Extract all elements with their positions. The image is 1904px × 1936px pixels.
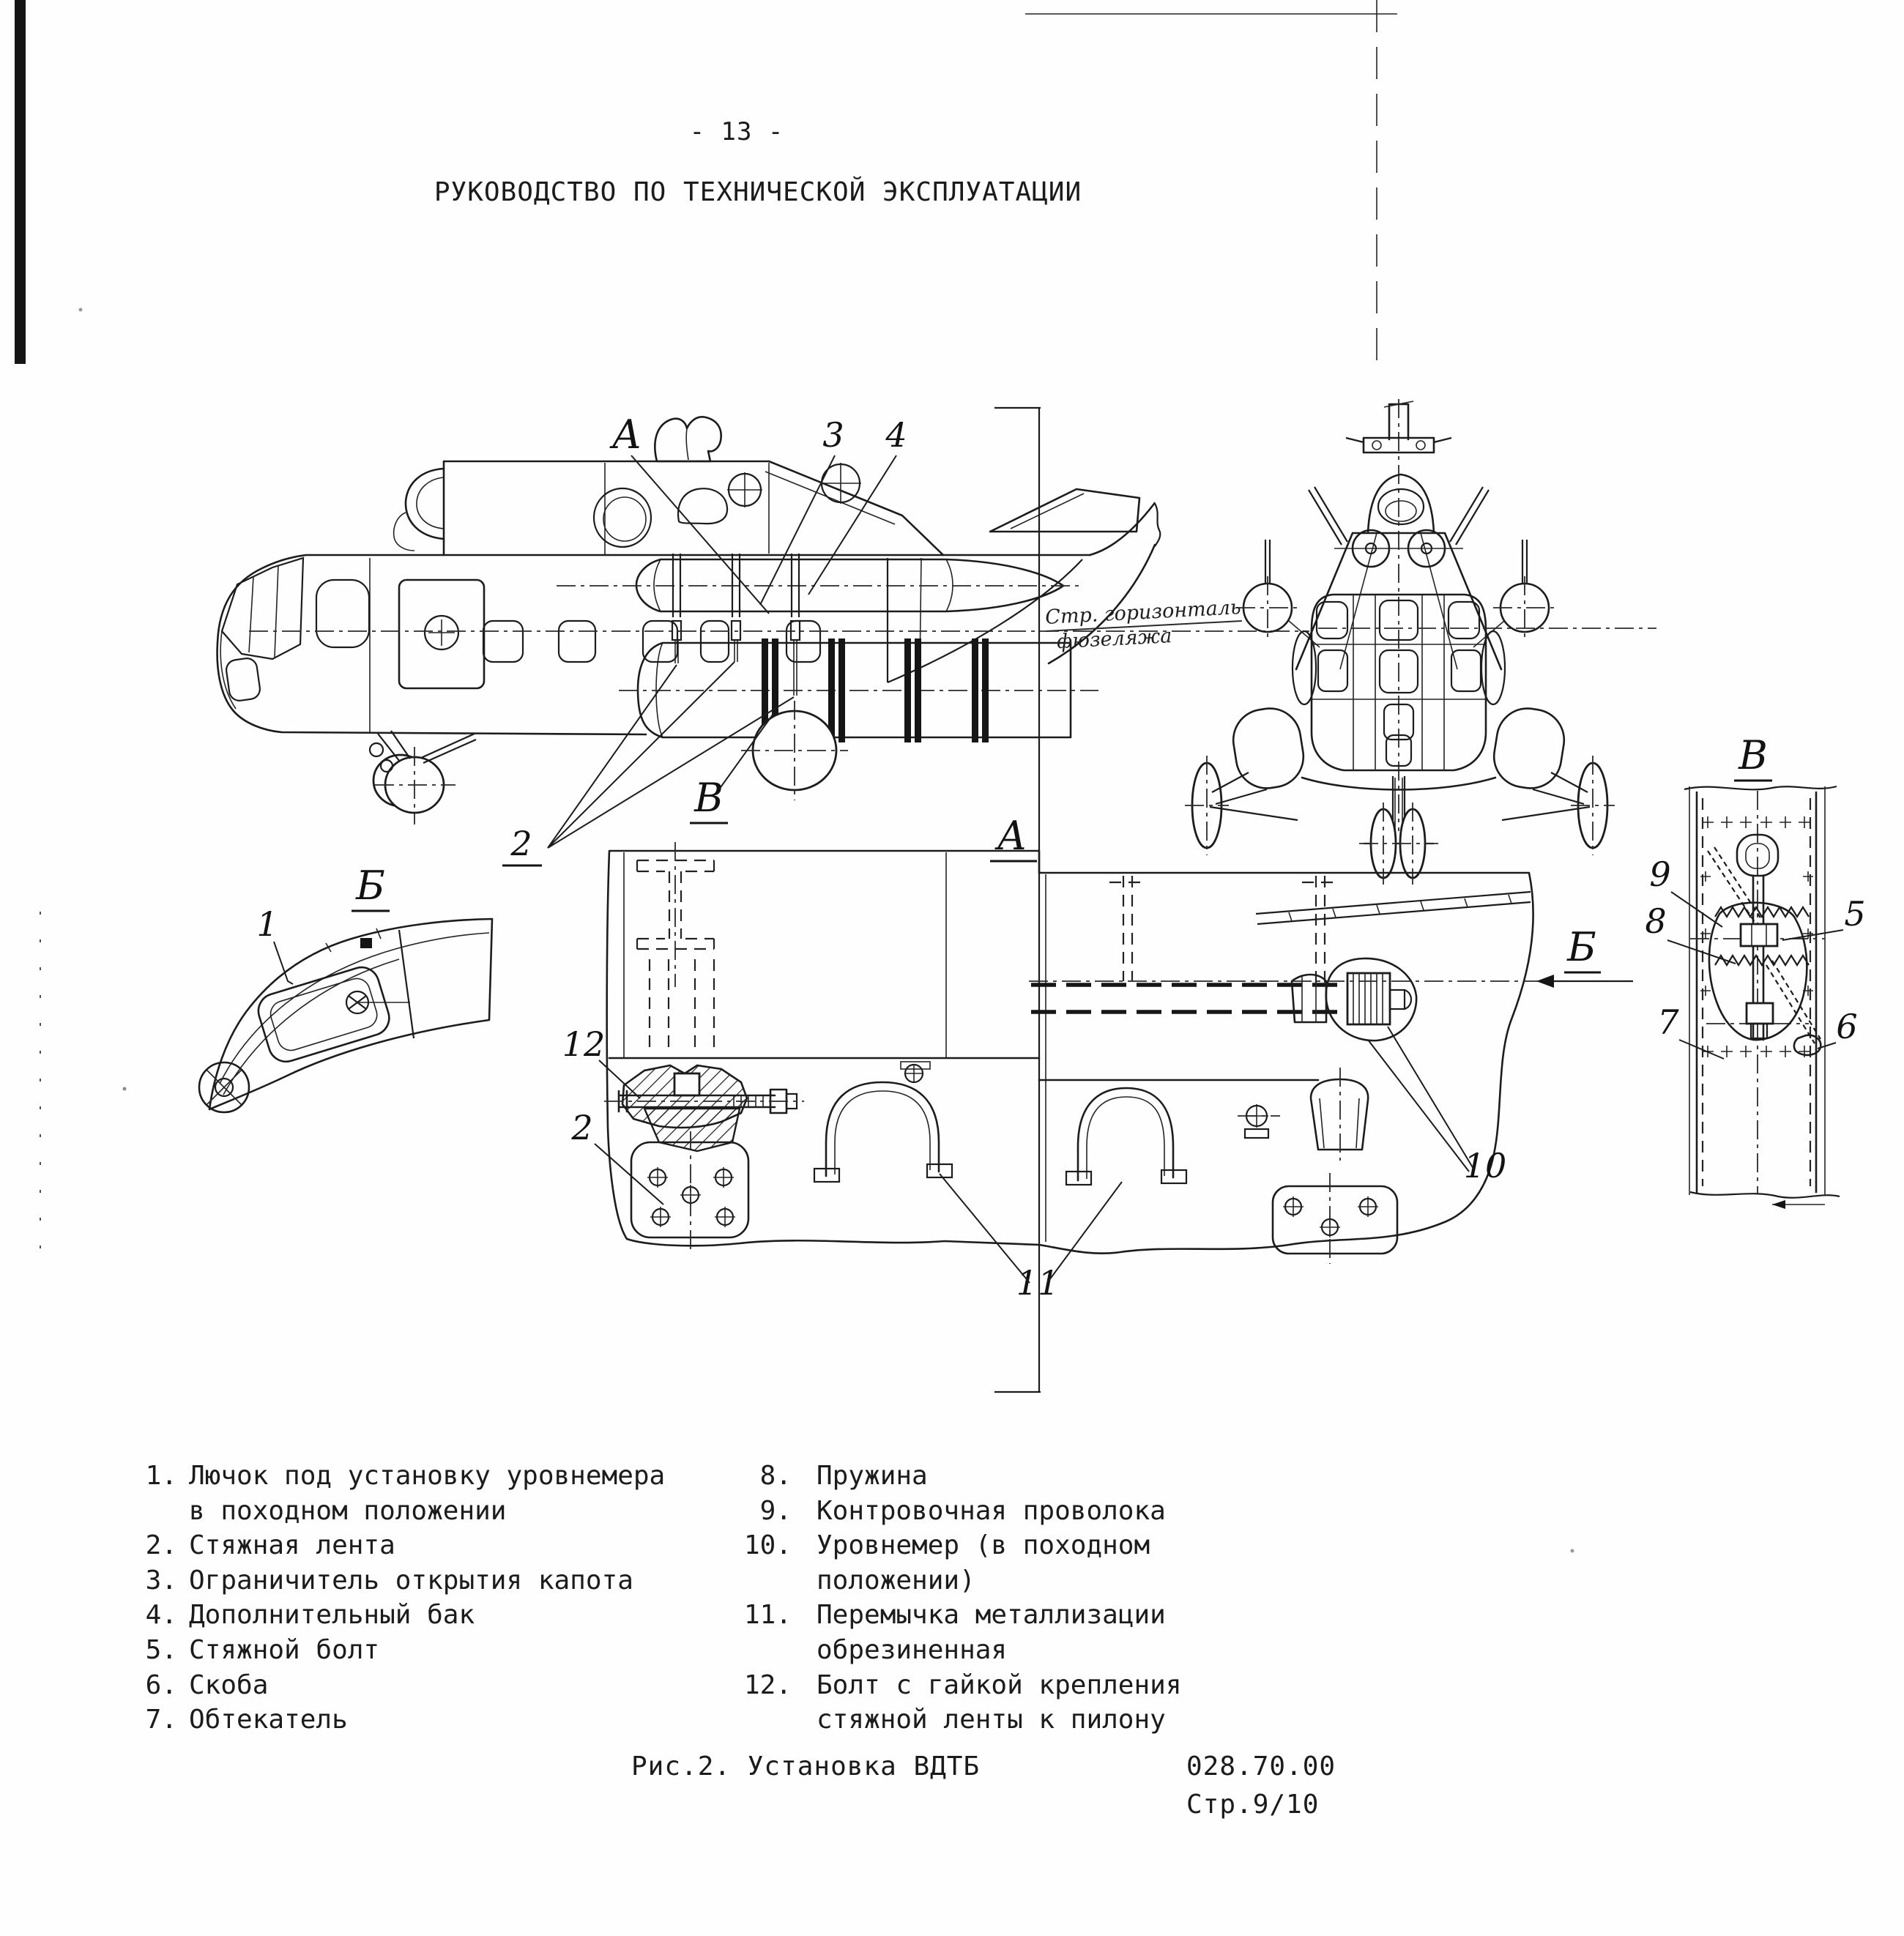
document-title: РУКОВОДСТВО ПО ТЕХНИЧЕСКОЙ ЭКСПЛУАТАЦИИ <box>434 177 1082 207</box>
grounding-jumper-right <box>1065 1087 1188 1186</box>
label-3: 3 <box>822 415 844 455</box>
label-4: 4 <box>885 415 907 455</box>
tie-straps-upper <box>671 554 801 696</box>
label-11: 11 <box>1016 1263 1060 1303</box>
document-number: 028.70.00 <box>1186 1751 1336 1782</box>
parts-item-11: 11.Перемычка металлизации <box>743 1600 1166 1631</box>
strap-bolt <box>604 1088 804 1114</box>
label-1: 1 <box>256 904 278 944</box>
page-reference: Стр.9/10 <box>1186 1790 1320 1820</box>
label-7: 7 <box>1657 1002 1679 1042</box>
label-a-callout: А <box>609 412 642 458</box>
level-gauge-stowed <box>1290 957 1418 1042</box>
parts-item-6: 6.Скоба <box>145 1669 269 1700</box>
parts-item-5: 5.Стяжной болт <box>145 1634 380 1665</box>
attachment-flange-left <box>630 1131 750 1252</box>
label-b-arrow: Б <box>1566 924 1596 970</box>
parts-item-10: 10.Уровнемер (в походном <box>743 1530 1150 1561</box>
parts-item-9: 9.Контровочная проволока <box>759 1495 1166 1526</box>
scan-marks <box>15 0 1574 1553</box>
parts-item-8: 8.Пружина <box>759 1461 928 1491</box>
label-v-side: В <box>693 775 724 821</box>
tie-straps-lower <box>762 638 989 742</box>
pylon-spar-dashed <box>636 842 715 1054</box>
grounding-jumper-left <box>813 1061 953 1183</box>
label-2-a: 2 <box>570 1108 592 1147</box>
label-12: 12 <box>562 1024 606 1064</box>
detail-view-b <box>198 917 494 1114</box>
parts-item-10-cont: положении) <box>817 1565 975 1596</box>
page-number: - 13 - <box>689 117 784 146</box>
label-5: 5 <box>1844 894 1865 934</box>
detail-view-a <box>604 842 1633 1264</box>
attachment-flange-right <box>1271 1173 1399 1264</box>
parts-item-1: 1.Лючок под установку уровнемера <box>145 1461 666 1491</box>
label-view-v: В <box>1738 732 1768 778</box>
label-10: 10 <box>1464 1146 1507 1185</box>
parts-item-12-cont: стяжной ленты к пилону <box>817 1705 1166 1735</box>
label-9: 9 <box>1649 855 1670 894</box>
parts-item-4: 4.Дополнительный бак <box>145 1600 475 1631</box>
parts-list-left: 1.Лючок под установку уровнемера в поход… <box>130 1459 738 1738</box>
label-view-b: Б <box>355 863 385 909</box>
label-6: 6 <box>1836 1007 1857 1046</box>
parts-item-7: 7.Обтекатель <box>145 1705 348 1735</box>
parts-item-2: 2.Стяжная лента <box>145 1530 395 1561</box>
parts-item-11-cont: обрезиненная <box>817 1634 1008 1665</box>
helicopter-front-view <box>1185 399 1656 885</box>
label-2-side: 2 <box>510 824 532 863</box>
parts-item-3: 3.Ограничитель открытия капота <box>145 1565 633 1596</box>
parts-item-12: 12.Болт с гайкой крепления <box>743 1669 1182 1700</box>
figure-caption: Рис.2. Установка ВДТБ <box>631 1751 981 1782</box>
label-view-a: А <box>994 813 1027 859</box>
parts-item-1-cont: в походном положении <box>189 1495 507 1526</box>
detail-view-v <box>1684 785 1840 1209</box>
section-line-a <box>994 406 1041 1393</box>
label-8: 8 <box>1645 901 1666 941</box>
callouts: А 3 4 2 В А 12 2 11 10 Б <box>256 412 1865 1303</box>
helicopter-side-view <box>216 416 1309 824</box>
parts-list-right: 8.Пружина 9.Контровочная проволока 10.Ур… <box>721 1459 1380 1738</box>
sloped-stiffener <box>1255 890 1531 926</box>
